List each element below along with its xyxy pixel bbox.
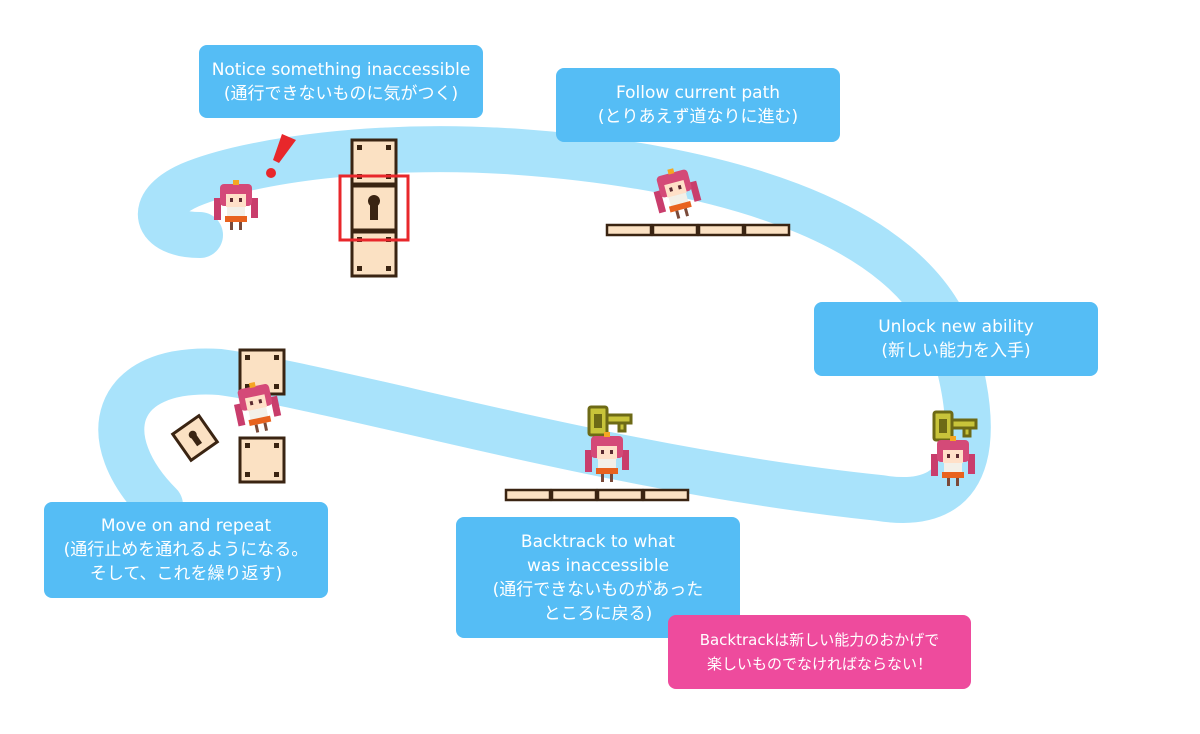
pixel-girl-icon	[214, 180, 258, 230]
callout-unlock-ability: Unlock new ability (新しい能力を入手)	[814, 302, 1098, 376]
callout-unlock-line2: (新しい能力を入手)	[881, 341, 1031, 361]
callout-backtrack-fun-note: Backtrackは新しい能力のおかげで 楽しいものでなければならない！	[668, 615, 971, 689]
callout-back-line4: ところに戻る)	[543, 603, 653, 624]
exclamation-icon	[266, 134, 296, 178]
lock-highlight-box	[338, 174, 410, 242]
callout-back-line2: was inaccessible	[526, 555, 670, 576]
callout-notice-line2: (通行できないものに気がつく)	[223, 83, 459, 104]
callout-back-line3: (通行できないものがあった	[492, 579, 704, 600]
callout-follow-path: Follow current path (とりあえず道なりに進む)	[556, 68, 840, 142]
callout-move-on: Move on and repeat (通行止めを通れるようになる。 そして、こ…	[44, 502, 328, 598]
callout-notice-line1: Notice something inaccessible	[211, 59, 471, 80]
callout-unlock-line1: Unlock new ability	[878, 317, 1034, 337]
platform	[504, 488, 690, 502]
callout-follow-line1: Follow current path	[615, 83, 781, 103]
platform	[605, 223, 791, 237]
key-icon	[587, 405, 633, 437]
callout-fun-line2: 楽しいものでなければならない！	[706, 655, 932, 673]
opened-lock-tile-icon	[170, 413, 220, 463]
callout-move-line2: (通行止めを通れるようになる。	[63, 540, 309, 560]
callout-notice: Notice something inaccessible (通行できないものに…	[199, 45, 483, 118]
callout-fun-line1: Backtrackは新しい能力のおかげで	[699, 631, 940, 649]
callout-move-line3: そして、これを繰り返す)	[89, 564, 283, 584]
callout-move-line1: Move on and repeat	[100, 516, 272, 536]
crate-icon	[238, 436, 286, 484]
keyhole-icon	[350, 184, 398, 232]
callout-back-line1: Backtrack to what	[520, 531, 676, 552]
callout-follow-line2: (とりあえず道なりに進む)	[597, 107, 799, 127]
